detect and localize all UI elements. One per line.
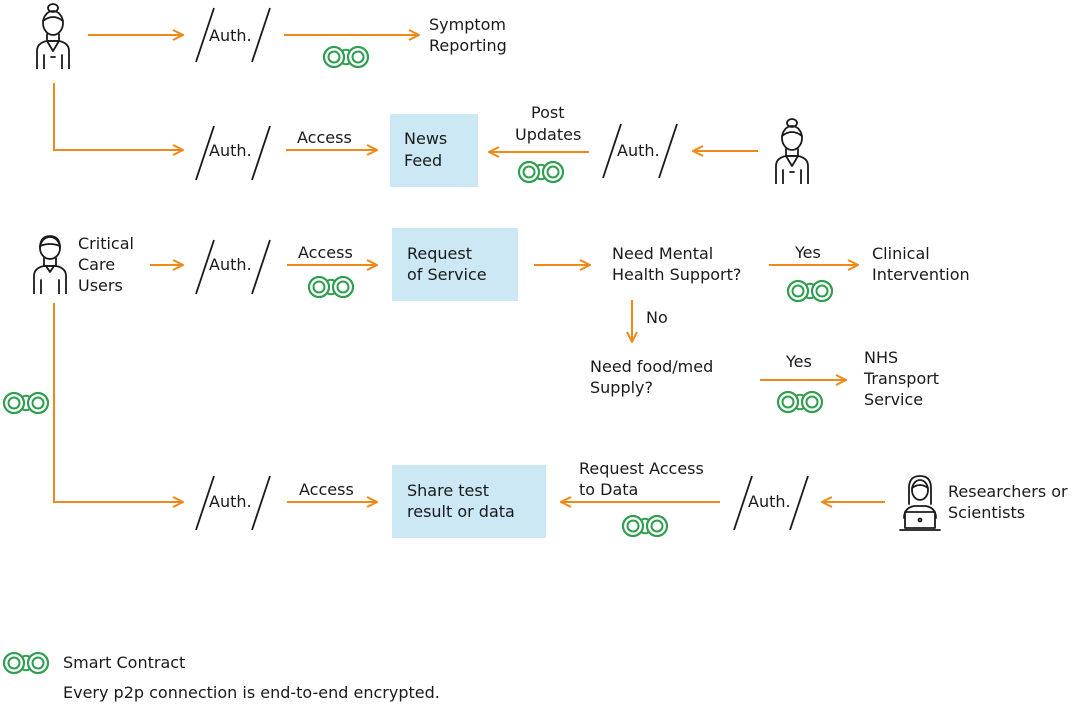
share-data-line2: result or data [407,502,515,521]
nhs-transport-line2: Transport [864,369,940,388]
critical-care-users-line2: Care [78,255,116,274]
smart-contract-icon [786,279,834,303]
smart-contract-icon [776,390,824,414]
mental-health-question-line2: Health Support? [612,265,742,284]
auth-label: Auth. [748,492,791,511]
legend-label: Smart Contract [63,653,186,672]
yes-label: Yes [786,352,812,371]
legend-note: Every p2p connection is end-to-end encry… [63,683,440,702]
news-feed-line2: Feed [404,151,443,170]
news-feed-line1: News [404,129,448,148]
auth-label: Auth. [209,141,252,160]
request-service-line2: of Service [407,265,487,284]
nhs-transport-line1: NHS [864,348,899,367]
share-data-line1: Share test [407,481,489,500]
person-bun-icon [775,118,809,184]
symptom-reporting-line1: Symptom [429,15,507,34]
auth-label: Auth. [209,255,252,274]
request-access-line2: to Data [579,480,639,499]
auth-label: Auth. [209,26,252,45]
clinical-intervention-line2: Intervention [872,265,970,284]
request-access-line1: Request Access [579,459,704,478]
access-label: Access [297,128,352,147]
auth-label: Auth. [209,492,252,511]
critical-care-users-line1: Critical [78,234,134,253]
smart-contract-icon [307,275,355,299]
food-med-question-line1: Need food/med [590,357,714,376]
smart-contract-icon [621,514,669,538]
researcher-laptop-icon [899,475,941,531]
request-service-box: Request of Service [392,228,518,301]
post-updates-line1: Post [531,103,565,122]
post-updates-line2: Updates [515,125,582,144]
yes-label: Yes [795,243,821,262]
researchers-line1: Researchers or [948,482,1068,501]
nhs-transport-line3: Service [864,390,924,409]
auth-slashes [195,7,809,531]
auth-label: Auth. [617,141,660,160]
critical-care-user-icon [33,235,67,294]
share-data-box: Share test result or data [392,465,546,538]
access-label: Access [299,480,354,499]
clinical-intervention-line1: Clinical [872,244,930,263]
flow-arrows [53,35,885,502]
no-label: No [646,308,668,327]
request-service-line1: Request [407,244,472,263]
smart-contract-icon [2,391,50,415]
mental-health-question-line1: Need Mental [612,244,714,263]
news-feed-box: News Feed [390,114,478,187]
symptom-reporting-line2: Reporting [429,36,507,55]
researchers-line2: Scientists [948,503,1026,522]
person-icon [36,3,70,69]
access-label: Access [298,243,353,262]
food-med-question-line2: Supply? [590,378,654,397]
smart-contract-icon [517,160,565,184]
critical-care-users-line3: Users [78,276,123,295]
legend-smart-contract-icon [2,651,50,675]
smart-contract-icon [322,45,370,69]
